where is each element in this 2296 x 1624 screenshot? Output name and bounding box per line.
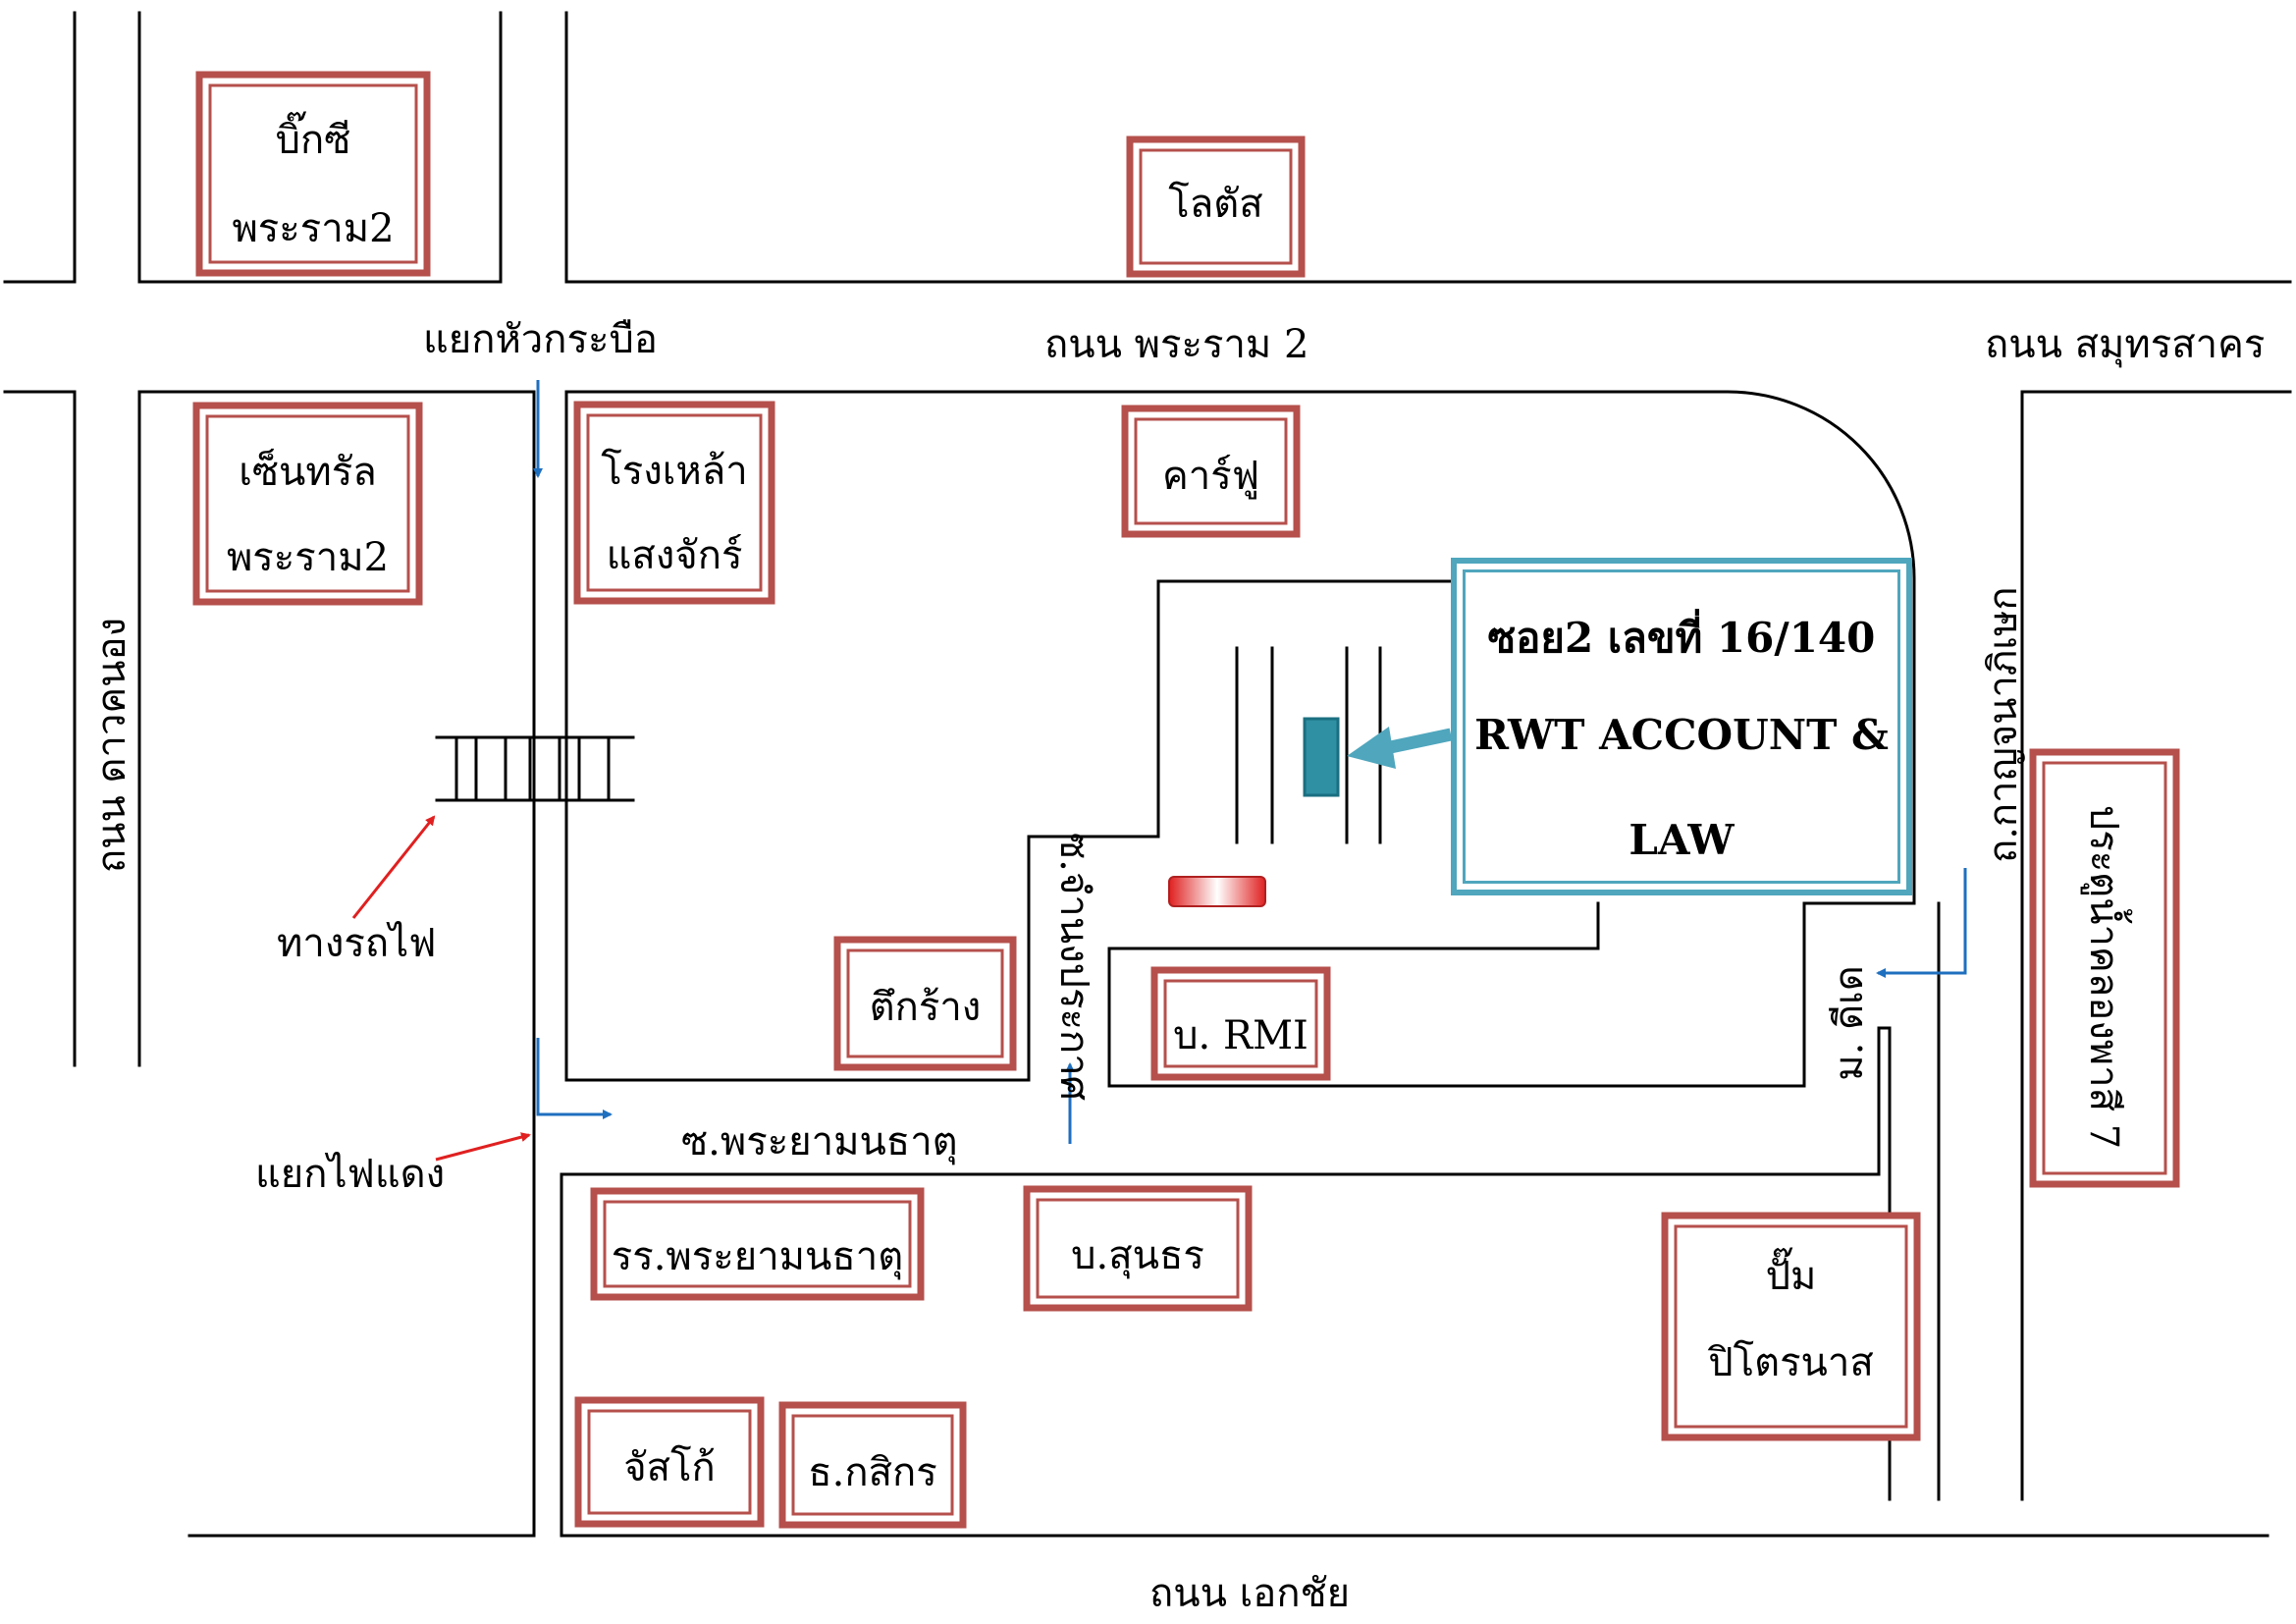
- intersection-hua-krabue-label: แยกหัวกระบือ: [423, 317, 658, 362]
- landmark-distillery-line2: แสงจักร์: [606, 533, 743, 578]
- road-rama2-label: ถนน พระราม 2: [1044, 322, 1309, 367]
- intersection-traffic-light-label: แยกไฟแดง: [255, 1152, 446, 1197]
- railway-track: [435, 735, 635, 802]
- landmark-chomthong-gate: ประตูน้ำคลองพาสี 7: [2081, 804, 2126, 1150]
- landmark-abandoned-building: ตึกร้าง: [869, 985, 982, 1030]
- destination-box: ซอย2 เลขที่ 16/140 RWT ACCOUNT & LAW: [1451, 558, 1912, 895]
- landmark-bigc-line2: พระราม2: [232, 206, 395, 251]
- soi-chamnaprakan-label: ซ.จำนงประกาศ: [1051, 833, 1096, 1102]
- soi-phrayamonthatu-label: ซ.พระยามนธาตุ: [681, 1119, 958, 1164]
- landmark-school: รร.พระยามนธาตุ: [611, 1234, 904, 1279]
- landmark-frames: [192, 71, 2180, 1529]
- landmark-central-line1: เซ็นทรัล: [239, 450, 377, 495]
- direction-arrows: [533, 380, 1967, 1144]
- road-daokhanong-label: ถนน ดาวคนอง: [89, 617, 134, 874]
- moo-dee-label: ม. ดีเด: [1827, 965, 1872, 1081]
- landmark-sunthorn: บ.สุนธร: [1071, 1233, 1204, 1278]
- pointer-arrows: [351, 815, 531, 1162]
- landmark-bigc-line1: บิ๊กซี: [275, 118, 351, 163]
- landmark-lotus: โลตัส: [1168, 182, 1263, 227]
- landmark-rmi: บ. RMI: [1173, 1013, 1308, 1058]
- road-kanchanaphisek-label: ถ.กาญจนาภิเษก: [1981, 586, 2026, 863]
- landmark-central-line2: พระราม2: [226, 535, 390, 580]
- destination-address: ซอย2 เลขที่ 16/140: [1487, 614, 1876, 662]
- road-ekachai-label: ถนน เอกชัย: [1149, 1571, 1351, 1616]
- destination-company-line1: RWT ACCOUNT &: [1474, 711, 1889, 759]
- landmark-distillery-line1: โรงเหล้า: [601, 449, 748, 494]
- destination-marker: [1303, 717, 1453, 797]
- landmark-pump-line2: ปิโตรนาส: [1708, 1340, 1874, 1385]
- landmark-carrefour: คาร์ฟู: [1161, 454, 1260, 499]
- road-samutsakhon-label: ถนน สมุทรสาคร: [1985, 322, 2266, 367]
- destination-company-line2: LAW: [1629, 816, 1735, 864]
- destination-box-inner-border: [1463, 569, 1900, 884]
- landmark-jasco: จัสโก้: [623, 1445, 716, 1490]
- landmark-pump-line1: ปั๊ม: [1765, 1254, 1817, 1299]
- landmark-kasikorn: ธ.กสิกร: [808, 1450, 937, 1495]
- car-icon: [1168, 876, 1266, 907]
- railway-label: ทางรถไฟ: [277, 921, 437, 966]
